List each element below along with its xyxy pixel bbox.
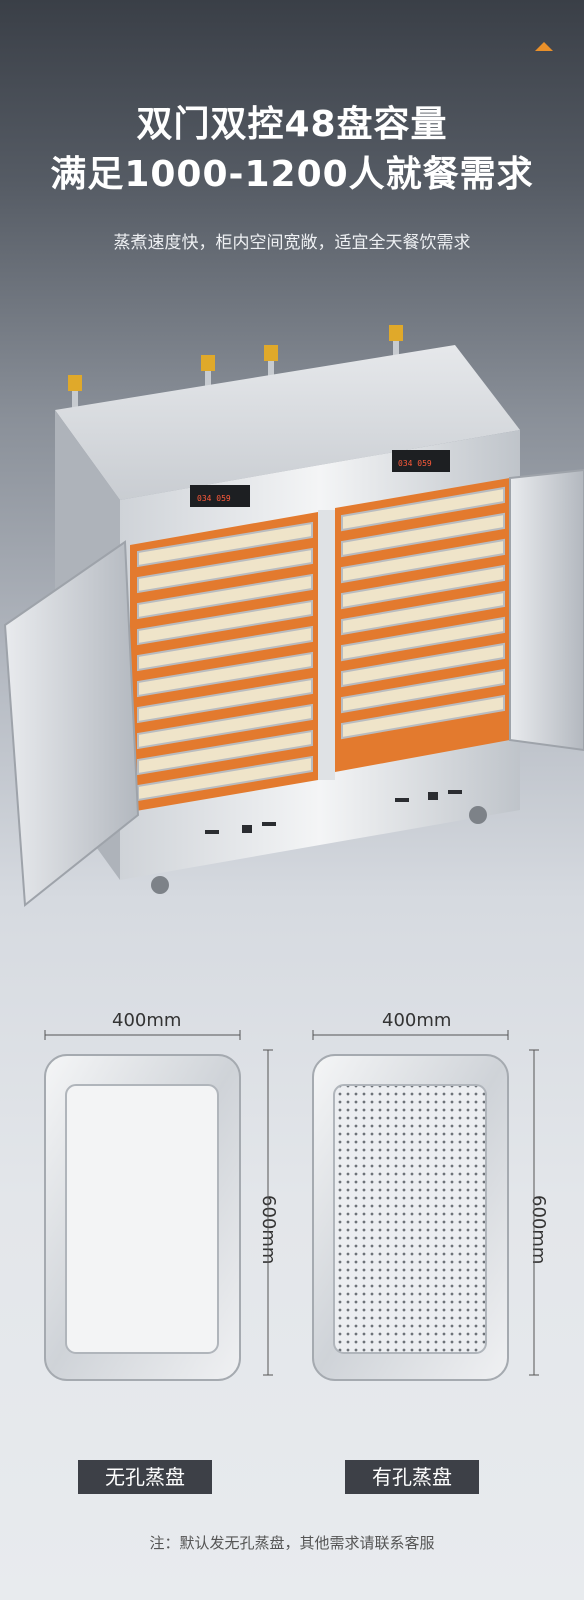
- solid-tray-label: 无孔蒸盘: [78, 1460, 212, 1494]
- right-bun-trays: [341, 486, 505, 740]
- footer-note: 注：默认发无孔蒸盘，其他需求请联系客服: [149, 1534, 435, 1552]
- solid-tray: [44, 1054, 241, 1381]
- right-control-panel: [392, 450, 450, 472]
- scroll-top-arrow-icon[interactable]: [535, 42, 553, 51]
- headline-line2: 满足1000-1200人就餐需求: [50, 154, 534, 195]
- right-tray-width: 400mm: [382, 1010, 452, 1031]
- wheel-left: [151, 876, 169, 894]
- hero-section: 双门双控48盘容量 满足1000-1200人就餐需求 蒸煮速度快，柜内空间宽敞，…: [0, 100, 584, 253]
- left-open-door: [3, 540, 140, 907]
- right-open-door: [509, 468, 584, 752]
- headline-subtitle: 蒸煮速度快，柜内空间宽敞，适宜全天餐饮需求: [113, 233, 471, 253]
- svg-text:034 059: 034 059: [197, 494, 231, 503]
- steam-pipes: [68, 325, 403, 425]
- tray-images: [44, 1030, 539, 1381]
- perforated-tray: [312, 1054, 509, 1381]
- wheel-right: [469, 806, 487, 824]
- headline-line1: 双门双控48盘容量: [136, 104, 448, 145]
- steam-cabinet-image: 034 059 034 059: [3, 325, 584, 907]
- perforated-tray-label: 有孔蒸盘: [345, 1460, 479, 1494]
- center-divider: [318, 510, 335, 780]
- right-tray-height: 600mm: [528, 1195, 549, 1265]
- vent-marks: [205, 790, 462, 834]
- cabinet-top: [55, 345, 520, 500]
- left-control-panel: [190, 485, 250, 507]
- svg-text:034 059: 034 059: [398, 459, 432, 468]
- left-tray-width: 400mm: [112, 1010, 182, 1031]
